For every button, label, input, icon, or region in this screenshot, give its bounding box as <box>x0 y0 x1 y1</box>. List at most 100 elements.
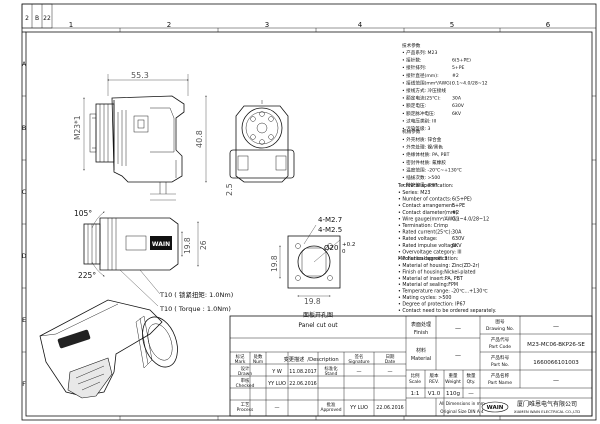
process-en: Process <box>237 407 254 413</box>
part-code-value: M23-MC06-BKP26-SE <box>527 342 585 348</box>
signature-cn: 签名 <box>355 353 364 360</box>
mark-en: Mark <box>235 359 246 365</box>
num-en: Num <box>253 359 263 365</box>
spec-cn-title: 技术参数 <box>402 42 421 49</box>
zone-labels: 1 2 3 4 5 6 A B C D E F <box>22 21 551 388</box>
spec_cn-label-2: • 接针排列: <box>402 64 427 71</box>
dim-2-5: 2.5 <box>225 183 234 196</box>
stand-by: — <box>357 369 362 375</box>
mech_cn-line-5: • 插拔次数: >500 <box>402 174 440 181</box>
mech_en-line-7: • Contact need to be ordered separately. <box>398 308 496 314</box>
spec_cn-value-2: 5+PE <box>452 65 465 71</box>
front-view <box>229 100 295 183</box>
zone-left-c: C <box>22 189 26 196</box>
dim-dia-20: Ø20 <box>324 244 338 252</box>
mech_en-line-0: • Material of housing: Zinc(ZD-2r) <box>398 263 479 269</box>
rev-label-en: REV. <box>429 379 439 385</box>
panel-cutout: 4-M2.7 4-M2.5 Ø20 +0.2 0 19.8 19.8 面板开孔图… <box>270 216 355 329</box>
spec_en-value-4: 0.1~4.0/28~12 <box>452 216 489 222</box>
mark-cn: 标记 <box>236 353 245 360</box>
dim-19-8-h: 19.8 <box>304 297 321 306</box>
spec_cn-label-3: • 接针直径(mm): <box>402 72 439 79</box>
zone-top-6: 6 <box>546 21 551 29</box>
mech_cn-line-2: • 绝缘体材质: PA, PBT <box>402 151 450 158</box>
num-cn: 处数 <box>254 353 263 360</box>
torque-en: T10 ( Torque : 1.0Nm) <box>159 305 231 313</box>
mech_en-line-2: • Material of insert:PA, PBT <box>398 276 463 282</box>
part-code-en: Part Code <box>489 344 511 350</box>
date-en: Date <box>385 359 396 365</box>
dim-4-m2-5: 4-M2.5 <box>318 226 342 234</box>
dim-40-8: 40.8 <box>195 130 204 148</box>
spec_en-label-10: • Pollution degree: 3 <box>398 256 447 262</box>
spec_en-value-6: 30A <box>452 230 462 236</box>
finish-cn: 表面处理 <box>411 321 431 328</box>
mech-cn-title: 机械参数 <box>402 128 421 135</box>
approved-by: YY LUO <box>349 405 368 411</box>
spec_cn-value-4: 0.1~4.0/28~12 <box>452 80 488 86</box>
weight-label-en: Weight <box>445 379 461 385</box>
process-by: — <box>275 405 280 411</box>
spec_cn-label-4: • 接线范围(mm²/AWG): <box>402 79 453 86</box>
nameplate-logo: WAIN <box>152 241 170 248</box>
date-cn: 日期 <box>386 354 395 360</box>
zone-left-e: E <box>22 317 26 324</box>
spec-text: 技术参数 • 产品系列: M23• 接针数:6(5+PE)• 接针排列:5+PE… <box>397 42 496 314</box>
stand-date: — <box>388 369 393 375</box>
top-view: 105° 225° WAIN 19.8 26 T10 ( 锁紧扭矩: 1.0Nm… <box>74 209 233 313</box>
spec_cn-label-0: • 产品系列: M23 <box>402 49 437 56</box>
change-desc-en: /Description <box>307 357 338 363</box>
drawn-date: 11.08.2017 <box>289 369 316 375</box>
dim-55-3: 55.3 <box>131 71 149 80</box>
title-block: 表面处理 Finish — 材料 Material — 比例 Scale 版本 … <box>229 315 593 417</box>
spec_en-value-3: #2 <box>452 210 459 216</box>
zone-left-d: D <box>22 253 27 260</box>
material-cn: 材料 <box>416 347 426 354</box>
spec_cn-label-5: • 接线方式: 冷压接线 <box>402 87 446 94</box>
spec_en-label-9: • Overvoltage category: III <box>398 249 462 255</box>
approved-date: 22.06.2016 <box>376 405 403 411</box>
signature-en: Signature <box>348 359 369 365</box>
company-logo: WAIN <box>487 405 504 411</box>
qty-label-cn: 数量 <box>467 372 476 379</box>
mech_en-line-6: • Degree of protection: IP67 <box>398 301 466 307</box>
dim-225-deg: 225° <box>78 271 96 280</box>
dim-dia-26: 26 <box>199 240 208 250</box>
approved-en: Approved <box>320 407 341 413</box>
rev-label-cn: 版本 <box>430 372 439 379</box>
spec_cn-value-1: 6(5+PE) <box>452 58 471 64</box>
mech_en-line-1: • Finish of housing:Nickel-plated <box>398 269 476 275</box>
scale-value: 1:1 <box>411 391 420 397</box>
dim-dia-19-8: 19.8 <box>183 237 192 254</box>
change-desc-cn: 变更描述 <box>284 355 305 363</box>
spec_cn-label-6: • 额定电流(25℃): <box>402 95 441 102</box>
spec_en-label-7: • Rated voltage: <box>398 236 438 242</box>
zone-top-2: 2 <box>167 21 171 29</box>
qty-value: — <box>468 391 474 397</box>
company-name-cn: 厦门唯恩电气有限公司 <box>517 400 577 408</box>
spec_en-label-5: • Termination: Crimp <box>398 223 448 229</box>
zone-left-b: B <box>22 125 26 132</box>
zone-left-a: A <box>22 61 27 68</box>
spec-cn-list: • 产品系列: M23• 接针数:6(5+PE)• 接针排列:5+PE• 接针直… <box>402 49 488 132</box>
material-value: — <box>455 352 461 359</box>
dim-tol-upper: +0.2 <box>342 242 355 248</box>
part-code-cn: 产品代号 <box>491 336 510 343</box>
drawn-en: Drawn <box>238 371 252 377</box>
mech_cn-line-0: • 外壳材质: 锌合金 <box>402 136 442 143</box>
checked-date: 22.06.2016 <box>289 381 316 387</box>
spec_cn-value-6: 30A <box>452 96 462 102</box>
drawing-no-en: Drawing No. <box>486 326 514 332</box>
zone-top-1: 1 <box>69 21 73 29</box>
checked-en: Checked <box>236 383 255 389</box>
panel-cutout-cn: 面板开孔图 <box>303 311 333 319</box>
spec_cn-label-9: • 过电压类别: III <box>402 117 436 124</box>
weight-value: 110g <box>446 391 460 397</box>
zone-top-5: 5 <box>450 21 454 29</box>
company-name-en: XIAMEN WAIN ELECTRICAL CO.,LTD <box>514 409 580 414</box>
part-no-value: 1660066101003 <box>533 360 579 366</box>
torque-cn: T10 ( 锁紧扭矩: 1.0Nm) <box>159 290 233 299</box>
panel-cutout-en: Panel cut out <box>298 322 338 329</box>
part-name-value: — <box>553 377 559 384</box>
